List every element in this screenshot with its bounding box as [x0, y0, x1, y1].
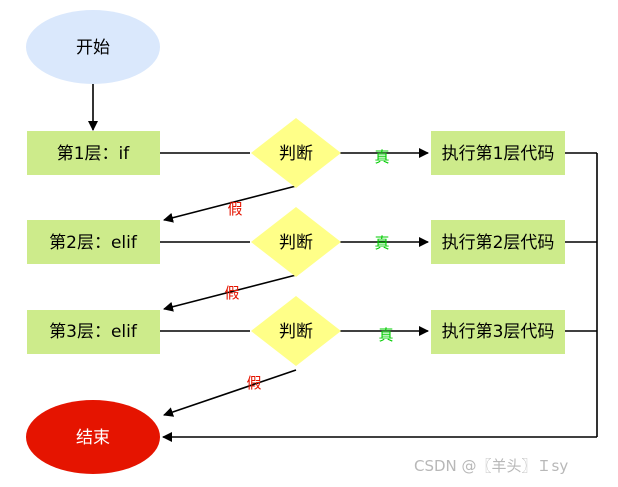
edge-decision1-false: [163, 185, 297, 223]
level-2-row: 第2层：elif 判断 真 执行第2层代码 假: [27, 207, 565, 302]
connectors: [88, 84, 598, 442]
condition-box-1: [27, 131, 160, 175]
condition-label-1: 第1层：if: [57, 144, 131, 164]
true-label-1: 真: [374, 148, 389, 166]
false-label-2: 假: [224, 284, 239, 302]
false-label-1: 假: [227, 200, 242, 218]
start-node: 开始: [26, 10, 160, 84]
edge-decision2-false: [163, 274, 297, 312]
decision-label-1: 判断: [279, 144, 313, 164]
decision-label-3: 判断: [279, 322, 313, 342]
false-label-3: 假: [246, 374, 261, 392]
action-label-1: 执行第1层代码: [442, 144, 555, 164]
end-node-shape: [26, 400, 160, 474]
condition-box-3: [27, 310, 160, 354]
level-3-row: 第3层：elif 判断 真 执行第3层代码 假: [27, 296, 565, 392]
action-box-1: [431, 131, 565, 175]
decision-label-2: 判断: [279, 233, 313, 253]
decision-diamond-3: [251, 296, 341, 366]
start-node-label: 开始: [76, 38, 110, 58]
action-label-3: 执行第3层代码: [442, 322, 555, 342]
action-box-2: [431, 220, 565, 264]
decision-diamond-1: [251, 118, 341, 188]
condition-box-2: [27, 220, 160, 264]
level-1-row: 第1层：if 判断 真 执行第1层代码 假: [27, 118, 565, 218]
true-label-3: 真: [378, 326, 393, 344]
end-node-label: 结束: [76, 428, 110, 448]
csdn-watermark: CSDN @〖羊头〗Ｉsy: [414, 457, 569, 475]
true-label-2: 真: [374, 234, 389, 252]
condition-label-3: 第3层：elif: [49, 322, 138, 342]
decision-diamond-2: [251, 207, 341, 277]
end-node: 结束: [26, 400, 160, 474]
start-node-shape: [26, 10, 160, 84]
edge-decision3-false: [163, 369, 297, 417]
action-label-2: 执行第2层代码: [442, 233, 555, 253]
condition-label-2: 第2层：elif: [49, 233, 138, 253]
action-box-3: [431, 310, 565, 354]
